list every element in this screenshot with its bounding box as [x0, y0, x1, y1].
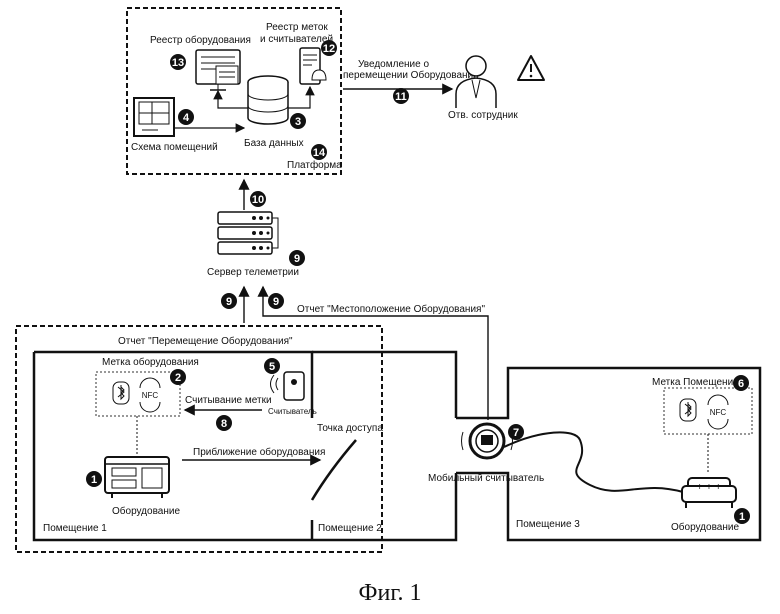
badge-2: 2	[170, 369, 186, 385]
database-label: База данных	[244, 138, 304, 149]
room1-name: Помещение 1	[43, 523, 107, 534]
equipment-label-room3: Оборудование	[671, 521, 739, 533]
badge-1-room1: 1	[86, 471, 102, 487]
server-icon	[218, 212, 278, 254]
room2-name: Помещение 2	[318, 523, 382, 534]
floor-plan-label: Схема помещений	[131, 142, 218, 153]
employee-label: Отв. сотрудник	[448, 110, 518, 121]
report-zone-box	[16, 326, 382, 552]
cabinet-icon	[105, 457, 169, 498]
svg-text:+ + +: + + +	[696, 482, 721, 491]
svg-text:9: 9	[294, 253, 300, 265]
equipment-tag-label: Метка оборудования	[102, 356, 199, 368]
employee-icon	[456, 56, 496, 108]
svg-text:12: 12	[323, 43, 335, 55]
svg-text:NFC: NFC	[710, 408, 727, 417]
database-icon	[248, 76, 288, 124]
report-location-label: Отчет "Местоположение Оборудования"	[297, 303, 485, 315]
connector-db-tags	[288, 87, 310, 108]
svg-text:14: 14	[313, 147, 326, 159]
badge-14: 14	[311, 144, 327, 160]
equipment-tag-box	[96, 372, 180, 416]
platform-title: Платформа	[287, 159, 342, 171]
floor-plan-icon	[134, 98, 174, 136]
badge-13: 13	[170, 54, 186, 70]
equipment-registry-icon	[196, 50, 240, 90]
badge-6: 6	[733, 375, 749, 391]
badge-9-left: 9	[221, 293, 237, 309]
mobile-reader-icon	[462, 424, 513, 458]
svg-text:5: 5	[269, 361, 275, 373]
svg-text:4: 4	[183, 112, 190, 124]
svg-text:3: 3	[295, 116, 301, 128]
badge-8: 8	[216, 415, 232, 431]
warning-icon	[518, 56, 544, 80]
badge-5: 5	[264, 358, 280, 374]
svg-text:9: 9	[273, 296, 279, 308]
badge-12: 12	[321, 40, 337, 56]
badge-4: 4	[178, 109, 194, 125]
room-tag-box	[664, 388, 752, 434]
badge-3: 3	[290, 113, 306, 129]
connector-db-equipment	[218, 91, 248, 108]
svg-text:NFC: NFC	[142, 391, 159, 400]
equipment-registry-label: Реестр оборудования	[150, 34, 251, 46]
svg-text:2: 2	[175, 372, 181, 384]
reader-icon	[271, 372, 305, 400]
svg-text:6: 6	[738, 378, 744, 390]
mobile-reader-label: Мобильный считыватель	[428, 472, 544, 484]
svg-text:11: 11	[395, 91, 407, 103]
report-movement-label: Отчет "Перемещение Оборудования"	[118, 335, 293, 347]
bluetooth-icon	[113, 382, 129, 404]
server-label: Сервер телеметрии	[207, 267, 299, 278]
approach-label: Приближение оборудования	[193, 446, 325, 458]
reader-label: Считыватель	[268, 407, 317, 416]
room-tag-label: Метка Помещения	[652, 377, 739, 388]
tags-registry-label-1: Реестр меток	[266, 22, 328, 33]
badge-1-room3: 1	[734, 508, 750, 524]
svg-text:1: 1	[91, 474, 97, 486]
sofa-icon: + + +	[682, 478, 736, 508]
svg-text:10: 10	[252, 194, 264, 206]
figure-caption: Фиг. 1	[359, 580, 422, 606]
access-point-label: Точка доступа	[317, 423, 383, 434]
badge-9-right: 9	[268, 293, 284, 309]
badge-11: 11	[393, 88, 409, 104]
notification-label-2: перемещении Оборудования	[343, 69, 479, 81]
bluetooth-icon-room3	[680, 399, 696, 421]
room3-name: Помещение 3	[516, 519, 580, 530]
svg-text:1: 1	[739, 511, 745, 523]
badge-10: 10	[250, 191, 266, 207]
badge-7: 7	[508, 424, 524, 440]
badge-9-server: 9	[289, 250, 305, 266]
equipment-label-room1: Оборудование	[112, 505, 180, 517]
svg-text:9: 9	[226, 296, 232, 308]
svg-text:8: 8	[221, 418, 227, 430]
svg-text:13: 13	[172, 57, 184, 69]
notification-label-1: Уведомление о	[358, 59, 429, 70]
read-tag-label: Считывание метки	[185, 395, 272, 406]
svg-text:7: 7	[513, 427, 519, 439]
